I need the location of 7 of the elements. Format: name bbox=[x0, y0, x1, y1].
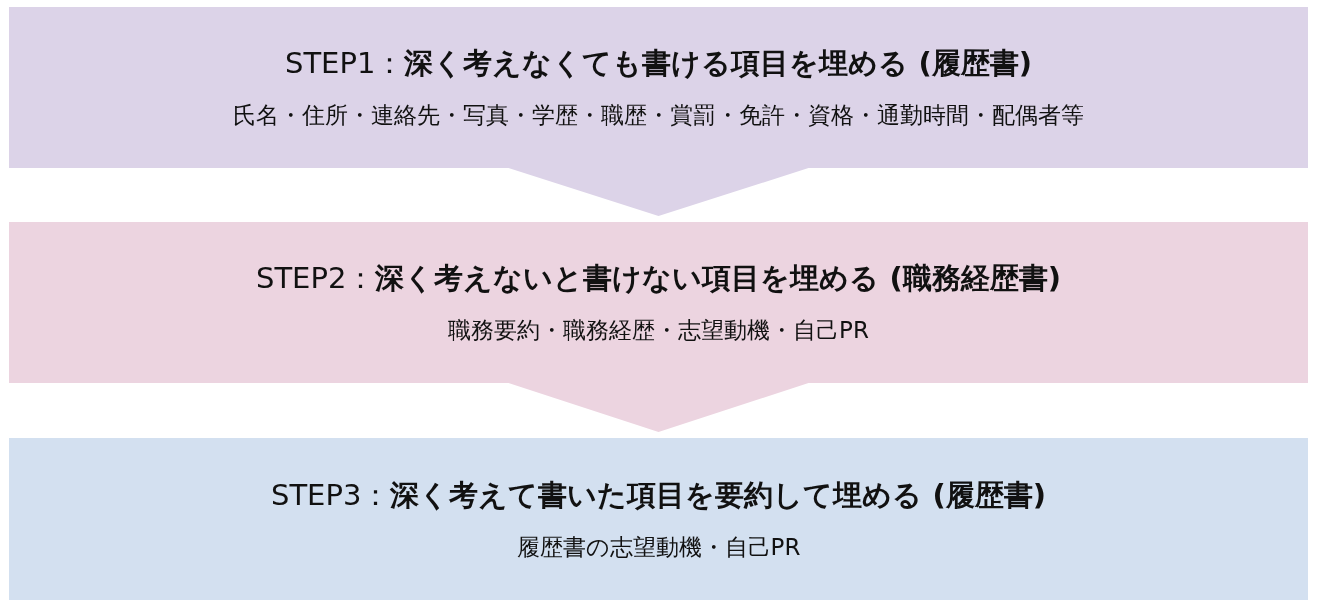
step-heading: STEP1：深く考えなくても書ける項目を埋める (履歴書) bbox=[285, 45, 1032, 82]
step-items: 氏名・住所・連絡先・写真・学歴・職歴・賞罰・免許・資格・通勤時間・配偶者等 bbox=[233, 101, 1084, 130]
step-heading: STEP3：深く考えて書いた項目を要約して埋める (履歴書) bbox=[271, 476, 1046, 514]
step-items: 履歴書の志望動機・自己PR bbox=[516, 532, 801, 562]
step-items: 職務要約・職務経歴・志望動機・自己PR bbox=[448, 316, 869, 345]
step-heading: STEP2：深く考えないと書けない項目を埋める (職務経歴書) bbox=[256, 260, 1061, 297]
step-band bbox=[9, 438, 1308, 600]
